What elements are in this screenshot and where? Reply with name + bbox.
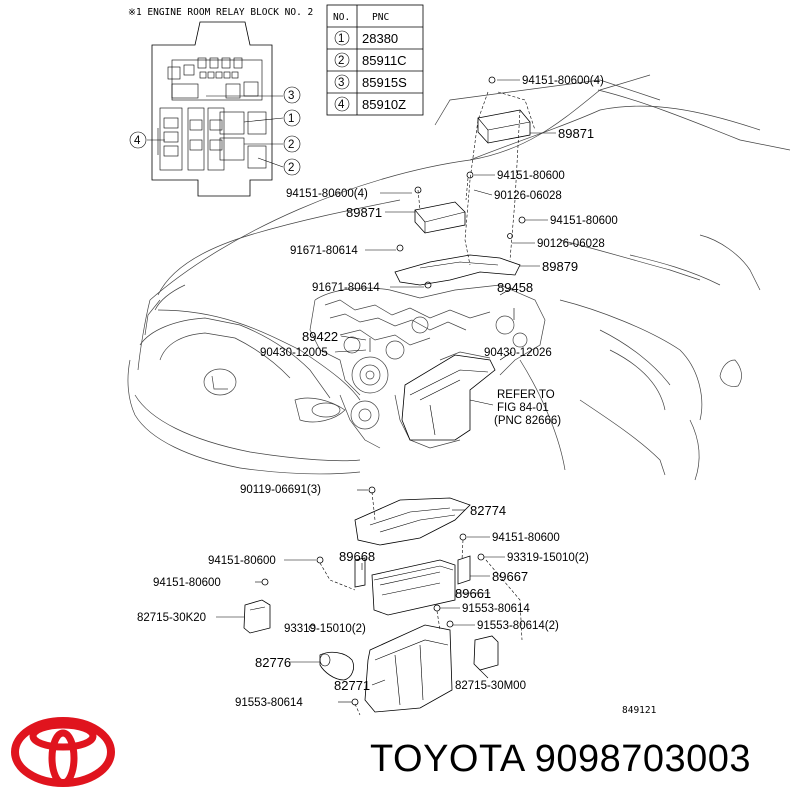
pnc-row-no: 2 [338,55,344,67]
part-label: 82776 [255,655,291,670]
relay-block-drawing [147,21,284,197]
pnc-row-value: 85915S [362,75,407,90]
callout-3: 3 [288,90,294,102]
part-label: 89668 [339,549,375,564]
part-labels: 94151-80600(4) 89871 94151-80600 90126-0… [137,75,657,716]
pnc-row-no: 3 [338,77,344,89]
part-label: 94151-80600 [497,170,565,182]
brand-part-number: TOYOTA 9098703003 [370,738,751,781]
part-label: 93319-15010(2) [507,552,589,564]
part-label: 89661 [455,586,491,601]
part-label: 91553-80614 [462,603,530,615]
pnc-header-no: NO. [333,12,350,23]
part-label: 94151-80600(4) [522,75,604,87]
pnc-row-value: 28380 [362,31,398,46]
part-label: 91553-80614(2) [477,620,559,632]
callout-1: 1 [288,113,294,125]
pnc-header-pnc: PNC [372,12,389,23]
part-label: 94151-80600 [153,577,221,589]
relay-block-title: ※1 ENGINE ROOM RELAY BLOCK NO. 2 [128,7,313,18]
part-label: 89879 [542,259,578,274]
part-label: 82771 [334,678,370,693]
part-label: 94151-80600(4) [286,188,368,200]
engine-drawing [309,254,546,449]
part-label: 94151-80600 [492,532,560,544]
pnc-row-no: 4 [338,99,345,111]
callout-2a: 2 [288,139,294,151]
diagram-id: 849121 [622,705,657,716]
part-label: 90430-12005 [260,347,328,359]
relay-callouts: 3 1 2 2 4 [129,86,301,176]
part-label: 89667 [492,569,528,584]
lower-assembly [243,491,523,716]
part-label: 82774 [470,503,506,518]
toyota-logo[interactable] [11,717,115,787]
part-label: 82715-30M00 [455,680,526,692]
pnc-row-value: 85910Z [362,97,406,112]
relay-modules [414,91,536,266]
part-label: 89871 [346,205,382,220]
brand-name: TOYOTA [370,738,524,780]
pnc-row-value: 85911C [362,53,407,68]
part-label: 90119-06691(3) [240,484,321,496]
part-label: 94151-80600 [208,555,276,567]
part-label: 90430-12026 [484,347,552,359]
part-label: 89458 [497,280,533,295]
part-label: 90126-06028 [537,238,605,250]
part-label: 91671-80614 [312,282,380,294]
refer-note: REFER TO [497,389,555,401]
part-label: 89871 [558,126,594,141]
part-label: 91671-80614 [290,245,358,257]
pnc-table: NO. PNC 1 28380 2 85911C 3 85915S 4 8591… [326,4,424,116]
leader-lines [216,79,556,703]
refer-note: FIG 84-01 [497,402,549,414]
part-number: 9098703003 [534,738,752,780]
part-label: 93319-15010(2) [284,623,366,635]
part-label: 82715-30K20 [137,612,206,624]
part-label: 91553-80614 [235,697,303,709]
pnc-row-no: 1 [338,33,344,45]
part-label: 90126-06028 [494,190,562,202]
part-label: 94151-80600 [550,215,618,227]
refer-note: (PNC 82666) [494,415,561,427]
callout-4: 4 [134,135,141,147]
car-body-outline [127,74,791,481]
callout-2b: 2 [288,162,294,174]
part-label: 89422 [302,329,338,344]
